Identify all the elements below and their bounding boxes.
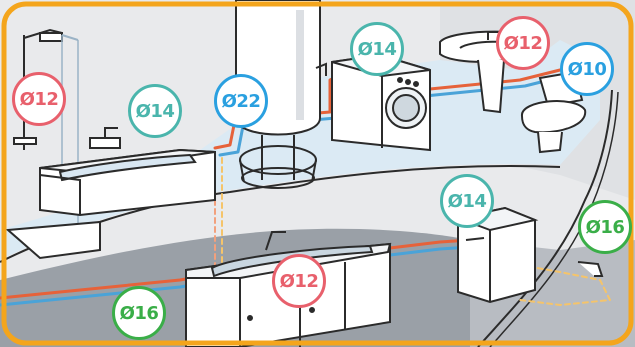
bath-diameter-badge: Ø12: [12, 72, 66, 126]
dishwasher-diameter-label: Ø14: [448, 191, 487, 212]
main-supply-diameter-label: Ø16: [120, 303, 159, 324]
washing-machine-diameter-badge: Ø14: [350, 22, 404, 76]
washing-machine-diameter-label: Ø14: [358, 39, 397, 60]
sink-diameter-label: Ø12: [504, 33, 543, 54]
dishwasher-diameter-badge: Ø14: [440, 174, 494, 228]
bath-cold-diameter-label: Ø14: [136, 101, 175, 122]
toilet-diameter-badge: Ø10: [560, 42, 614, 96]
kitchen-sink-diameter-label: Ø12: [280, 271, 319, 292]
water-heater-diameter-badge: Ø22: [214, 74, 268, 128]
kitchen-sink-diameter-badge: Ø12: [272, 254, 326, 308]
outdoor-tap-diameter-badge: Ø16: [578, 200, 632, 254]
bath-cold-diameter-badge: Ø14: [128, 84, 182, 138]
water-heater-diameter-label: Ø22: [222, 91, 261, 112]
outdoor-tap-diameter-label: Ø16: [586, 217, 625, 238]
bath-diameter-label: Ø12: [20, 89, 59, 110]
main-supply-diameter-badge: Ø16: [112, 286, 166, 340]
toilet-diameter-label: Ø10: [568, 59, 607, 80]
sink-diameter-badge: Ø12: [496, 16, 550, 70]
